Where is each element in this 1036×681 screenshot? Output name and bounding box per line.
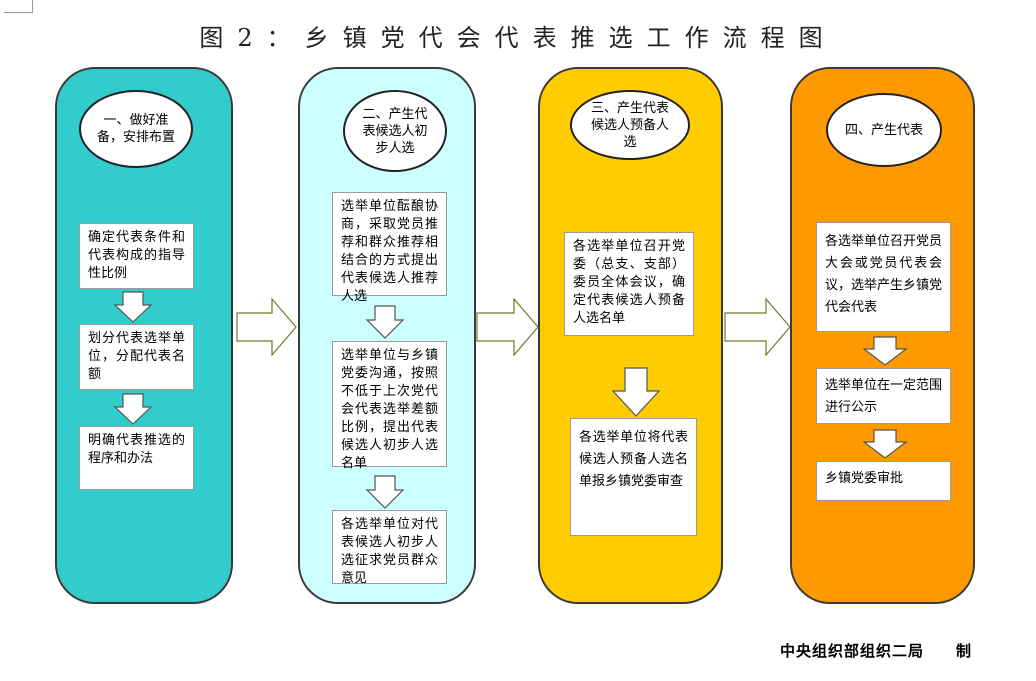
step-box-3-1: 各选举单位召开党委（总支、支部）委员全体会议，确定代表候选人预备人选名单 — [564, 232, 694, 336]
right-arrow-3 — [724, 298, 791, 356]
step-box-4-1: 各选举单位召开党员大会或党员代表会议，选举产生乡镇党代会代表 — [816, 222, 951, 332]
step-box-2-3: 各选举单位对代表候选人初步人选征求党员群众意见 — [332, 510, 447, 586]
down-arrow-3-1 — [611, 367, 661, 417]
corner-mark — [4, 0, 33, 13]
step-box-1-2: 划分代表选举单位，分配代表名额 — [79, 324, 194, 390]
step-box-4-2: 选举单位在一定范围进行公示 — [816, 368, 951, 424]
right-arrow-1 — [236, 298, 297, 356]
footer-credit: 中央组织部组织二局 制 — [780, 642, 973, 660]
step-box-1-1: 确定代表条件和代表构成的指导性比例 — [79, 223, 194, 289]
down-arrow-2-2 — [365, 475, 405, 509]
step-box-4-3: 乡镇党委审批 — [816, 461, 951, 501]
down-arrow-2-1 — [365, 305, 405, 339]
step-box-2-1: 选举单位酝酿协商，采取党员推荐和群众推荐相结合的方式提出代表候选人推荐人选 — [332, 192, 447, 304]
step-box-3-2: 各选举单位将代表候选人预备人选名单报乡镇党委审查 — [570, 418, 697, 536]
right-arrow-2 — [476, 298, 539, 356]
stage-heading-4: 四、产生代表 — [826, 93, 942, 167]
stage-column-4 — [790, 67, 975, 604]
step-box-1-3: 明确代表推选的程序和办法 — [79, 426, 194, 490]
stage-heading-1: 一、做好准备，安排布置 — [79, 90, 193, 168]
down-arrow-4-2 — [862, 429, 908, 459]
down-arrow-4-1 — [862, 336, 908, 366]
stage-heading-3: 三、产生代表候选人预备人选 — [570, 90, 690, 160]
down-arrow-1-2 — [113, 393, 153, 425]
stage-heading-2: 二、产生代表候选人初步人选 — [343, 90, 447, 172]
down-arrow-1-1 — [113, 291, 153, 323]
step-box-2-2: 选举单位与乡镇党委沟通，按照不低于上次党代会代表选举差额比例，提出代表候选人初步… — [332, 341, 447, 471]
page-title: 图2：乡镇党代会代表推选工作流程图 — [199, 24, 837, 52]
